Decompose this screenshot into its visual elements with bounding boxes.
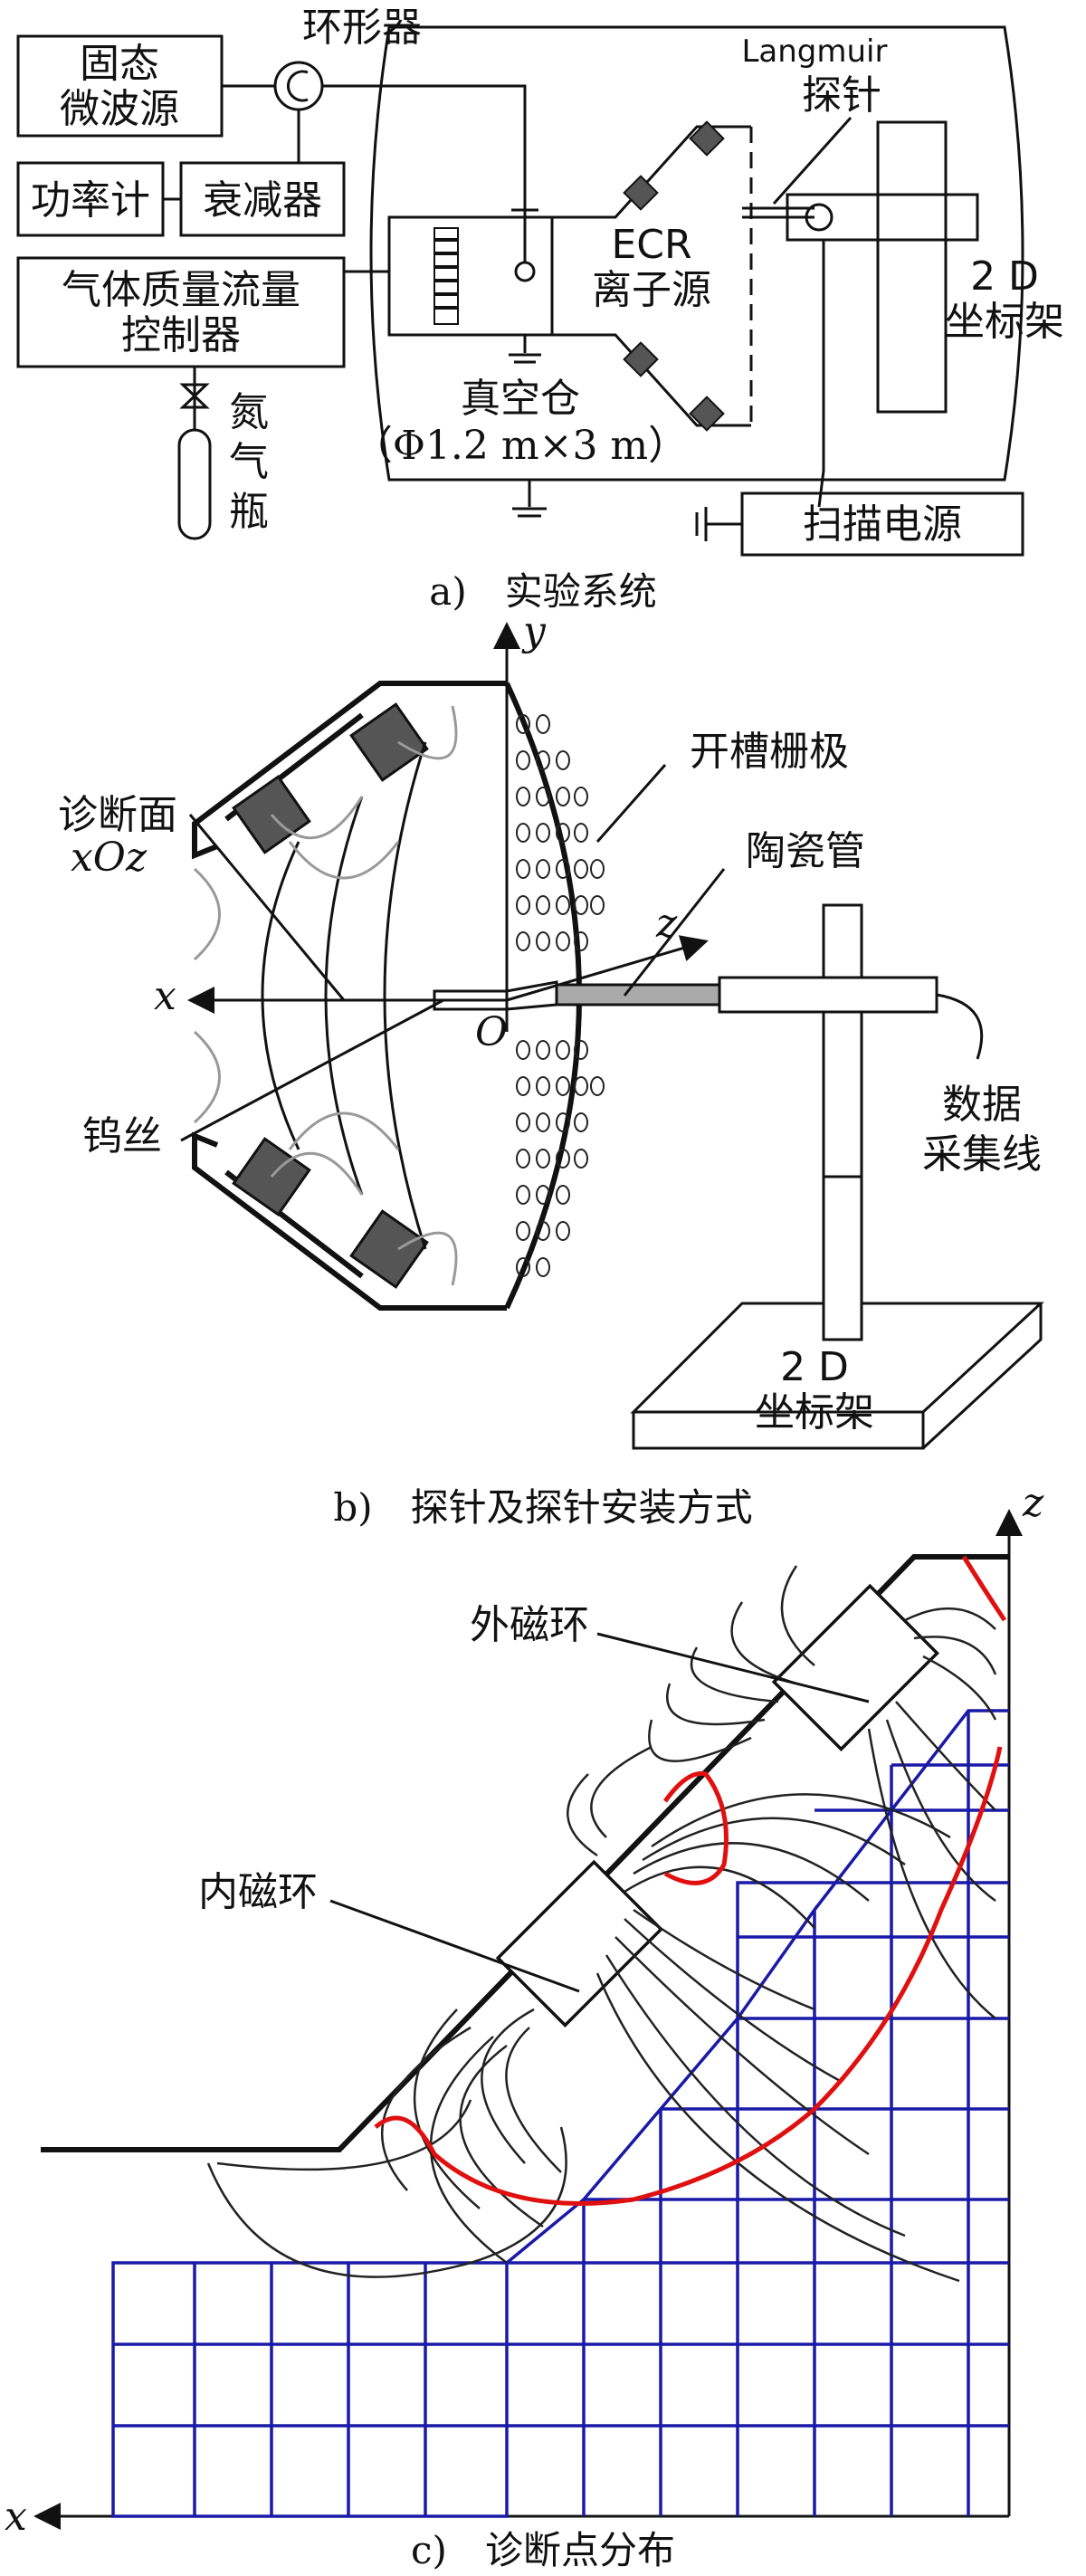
axis-z-c-label: z bbox=[1022, 1480, 1044, 1526]
panel-b-probe-mount: y bbox=[58, 608, 1044, 1530]
axis-z-line bbox=[506, 935, 709, 1002]
origin-label: O bbox=[475, 1009, 508, 1055]
inner-magnet-ring bbox=[495, 1859, 663, 2027]
stage-label-1: 2 D bbox=[970, 253, 1039, 300]
probe-label-2: 探针 bbox=[802, 72, 881, 119]
panel-b-caption: b) 探针及探针安装方式 bbox=[333, 1485, 752, 1530]
microwave-source-label-1: 固态 bbox=[80, 41, 159, 87]
stage-label-2: 坐标架 bbox=[945, 299, 1064, 345]
probe-label-1: Langmuir bbox=[741, 33, 887, 70]
stage-horizontal bbox=[786, 193, 979, 242]
diag-plane-label-2: xOz bbox=[71, 835, 148, 881]
axis-y-label: y bbox=[521, 608, 547, 654]
flow-controller-label-1: 气体质量流量 bbox=[62, 267, 300, 313]
flow-controller-box bbox=[16, 256, 346, 368]
grid-holes bbox=[516, 714, 605, 1277]
chamber-label-1: 真空仓 bbox=[461, 376, 580, 422]
nitrogen-label-3: 瓶 bbox=[229, 489, 269, 535]
ecr-label-2: 离子源 bbox=[592, 267, 711, 313]
magnet-block bbox=[349, 702, 429, 782]
source-wall-outline bbox=[41, 1554, 1009, 2152]
panel-a-caption: a) 实验系统 bbox=[429, 569, 656, 614]
resonance-boundary-top bbox=[961, 1555, 1007, 1622]
ceramic-tube bbox=[555, 983, 721, 1007]
nitrogen-bottle bbox=[177, 428, 212, 540]
ecr-chamber-body bbox=[387, 215, 554, 337]
ceramic-tube-label: 陶瓷管 bbox=[746, 828, 865, 874]
nitrogen-label-2: 气 bbox=[229, 439, 269, 485]
valve-symbol bbox=[179, 383, 210, 409]
source-housing bbox=[192, 681, 507, 1311]
chamber-label-2: （Φ1.2 m×3 m） bbox=[353, 423, 688, 469]
ecr-label-1: ECR bbox=[611, 222, 691, 268]
ecr-horn bbox=[552, 125, 751, 427]
nitrogen-label-1: 氮 bbox=[229, 389, 269, 435]
slotted-grid-label: 开槽栅极 bbox=[690, 729, 849, 775]
power-meter-label: 功率计 bbox=[31, 177, 150, 224]
resonance-boundary-lower bbox=[374, 1746, 1003, 2206]
axis-x-label: x bbox=[154, 973, 176, 1019]
data-line-label-1: 数据 bbox=[942, 1082, 1022, 1128]
resonance-boundary-upper bbox=[662, 1770, 729, 1885]
panel-c-diagnostic-points: z x bbox=[5, 1480, 1044, 2572]
attenuator-label: 衰减器 bbox=[203, 177, 322, 224]
stage-b-label-2: 坐标架 bbox=[755, 1389, 874, 1436]
panel-a-experiment-system: 固态 微波源 环形器 功率计 衰减器 气体质量流量 控制器 氮 气 瓶 bbox=[16, 5, 1064, 614]
ecr-coil-stripes bbox=[433, 227, 459, 325]
outer-ring-label: 外磁环 bbox=[470, 1602, 589, 1648]
circulator-label: 环形器 bbox=[302, 5, 422, 51]
panel-c-caption: c) 诊断点分布 bbox=[411, 2528, 675, 2572]
outer-magnet-ring bbox=[771, 1583, 939, 1751]
stage-b-label-1: 2 D bbox=[780, 1344, 849, 1390]
circulator-symbol bbox=[273, 61, 324, 111]
data-line-label-2: 采集线 bbox=[922, 1131, 1042, 1178]
scan-power-label: 扫描电源 bbox=[803, 501, 962, 548]
inner-ring-label: 内磁环 bbox=[198, 1869, 318, 1915]
diagnostic-grid bbox=[111, 1709, 1009, 2518]
axis-z-label: z bbox=[655, 901, 678, 947]
tungsten-wire-probe bbox=[433, 980, 558, 1011]
stage-vertical bbox=[876, 120, 948, 414]
vacuum-chamber-outline bbox=[369, 25, 1024, 482]
diag-plane-label-1: 诊断面 bbox=[58, 792, 177, 838]
tungsten-wire-label: 钨丝 bbox=[82, 1113, 162, 1159]
magnet-block bbox=[349, 1209, 429, 1289]
microwave-source-label-2: 微波源 bbox=[60, 86, 179, 132]
flow-controller-label-2: 控制器 bbox=[121, 312, 241, 358]
axis-x-c-label: x bbox=[5, 2494, 27, 2540]
